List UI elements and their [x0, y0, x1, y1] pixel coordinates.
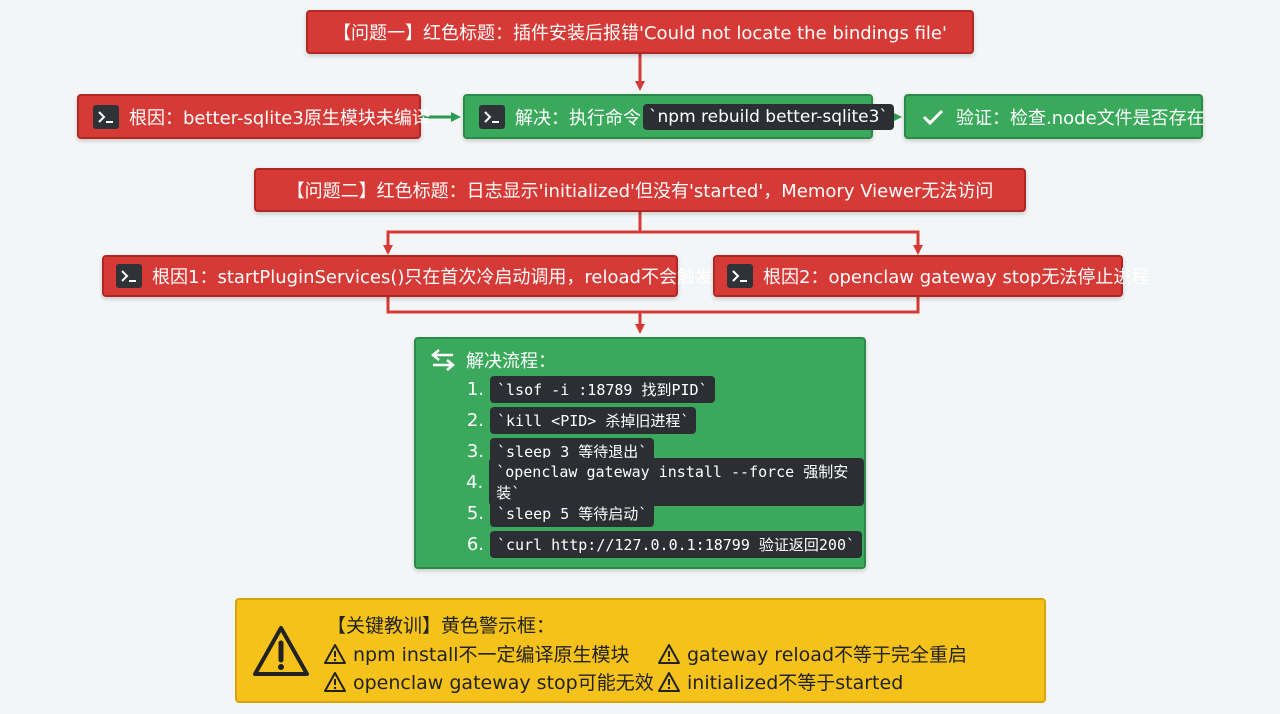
- flow-step-command: `lsof -i :18789 找到PID`: [490, 375, 715, 403]
- flow-step: 6. `curl http://127.0.0.1:18799 验证返回200`: [464, 530, 863, 558]
- lesson-text: initialized不等于started: [687, 672, 904, 694]
- flow-step-number: 4.: [466, 471, 484, 493]
- problem1-solution-box: 解决：执行命令 `npm rebuild better-sqlite3`: [463, 94, 894, 139]
- flow-step: 5. `sleep 5 等待启动`: [464, 499, 655, 527]
- problem2-title: 【问题二】红色标题：日志显示'initialized'但没有'started'，…: [286, 181, 994, 202]
- flow-step-command: `curl http://127.0.0.1:18799 验证返回200`: [490, 530, 863, 558]
- lesson-text: gateway reload不等于完全重启: [687, 644, 967, 666]
- solution-flow-box: 解决流程： 1. `lsof -i :18789 找到PID` 2. `kill…: [414, 337, 866, 569]
- flow-step-command: `sleep 5 等待启动`: [490, 499, 655, 527]
- terminal-icon: [93, 104, 119, 129]
- solution-flow-title: 解决流程：: [466, 351, 556, 372]
- warning-icon: [658, 643, 680, 664]
- problem2-root-cause-2: 根因2：openclaw gateway stop无法停止进程: [763, 267, 1150, 288]
- problem1-verify: 验证：检查.node文件是否存在: [956, 107, 1205, 129]
- solution-flow-header: 解决流程：: [430, 347, 556, 373]
- lessons-title: 【关键教训】黄色警示框：: [327, 615, 556, 637]
- lesson-item: gateway reload不等于完全重启: [657, 640, 967, 667]
- warning-icon: [324, 643, 346, 664]
- lesson-text: npm install不一定编译原生模块: [353, 644, 630, 666]
- flow-step: 1. `lsof -i :18789 找到PID`: [464, 375, 715, 403]
- warning-icon: [324, 671, 346, 692]
- warning-icon: [658, 671, 680, 692]
- flow-step-number: 6.: [466, 533, 484, 555]
- arrow-p2-merge: [386, 297, 920, 326]
- warning-icon: [251, 624, 311, 682]
- flow-step-number: 1.: [466, 378, 484, 400]
- problem1-title-box: 【问题一】红色标题：插件安装后报错'Could not locate the b…: [306, 10, 974, 54]
- problem1-solution-label: 解决：执行命令: [515, 107, 641, 129]
- flow-step: 4. `openclaw gateway install --force 强制安…: [464, 458, 864, 506]
- flow-step-number: 5.: [466, 502, 484, 524]
- flow-step-command: `openclaw gateway install --force 强制安装`: [489, 458, 864, 506]
- problem2-title-box: 【问题二】红色标题：日志显示'initialized'但没有'started'，…: [254, 168, 1026, 212]
- problem1-title: 【问题一】红色标题：插件安装后报错'Could not locate the b…: [333, 23, 947, 44]
- lesson-text: openclaw gateway stop可能无效: [353, 672, 654, 694]
- problem1-solution-code: `npm rebuild better-sqlite3`: [643, 103, 894, 130]
- arrow-p2-split: [386, 212, 920, 248]
- swap-arrows-icon: [430, 349, 456, 371]
- lesson-item: initialized不等于started: [657, 668, 903, 695]
- lesson-item: npm install不一定编译原生模块: [323, 640, 630, 667]
- problem2-root-cause-1-box: 根因1：startPluginServices()只在首次冷启动调用，reloa…: [102, 255, 713, 297]
- flow-step: 2. `kill <PID> 杀掉旧进程`: [464, 406, 697, 434]
- problem1-root-cause-box: 根因：better-sqlite3原生模块未编译: [77, 94, 430, 139]
- lesson-item: openclaw gateway stop可能无效: [323, 668, 654, 695]
- terminal-icon: [727, 264, 753, 288]
- flow-step-number: 3.: [466, 440, 484, 462]
- terminal-icon: [479, 104, 505, 129]
- problem2-root-cause-1: 根因1：startPluginServices()只在首次冷启动调用，reloa…: [152, 267, 713, 288]
- flow-step-number: 2.: [466, 409, 484, 431]
- terminal-icon: [116, 264, 142, 288]
- check-icon: [922, 108, 944, 126]
- lessons-warning-box: 【关键教训】黄色警示框： npm install不一定编译原生模块 gatewa…: [235, 598, 1046, 703]
- flow-step-command: `kill <PID> 杀掉旧进程`: [490, 406, 697, 434]
- problem1-root-cause: 根因：better-sqlite3原生模块未编译: [129, 107, 430, 129]
- problem1-verify-box: 验证：检查.node文件是否存在: [904, 94, 1205, 139]
- problem2-root-cause-2-box: 根因2：openclaw gateway stop无法停止进程: [713, 255, 1149, 297]
